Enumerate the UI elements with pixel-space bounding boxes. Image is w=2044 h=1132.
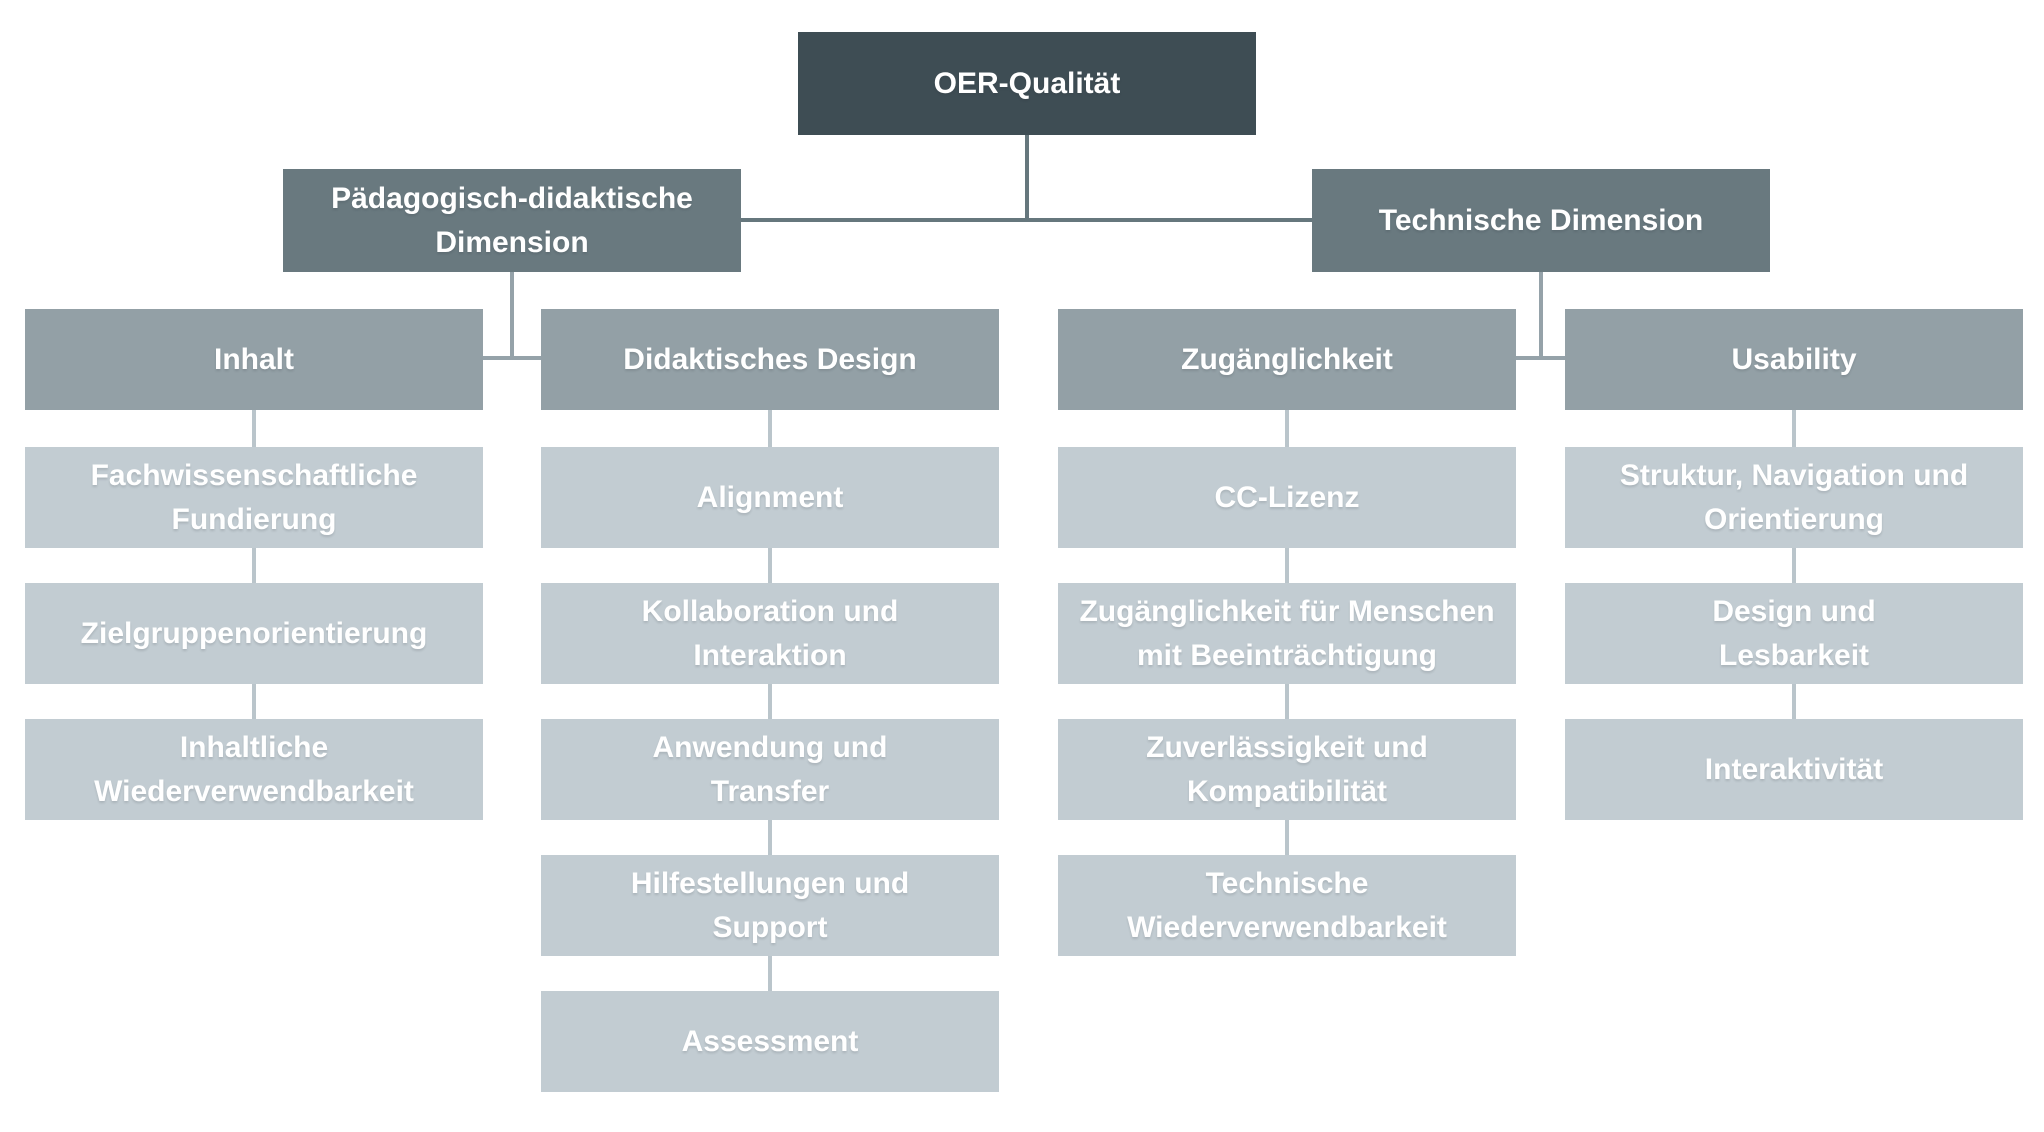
- criterion-box-interaktivitaet: Interaktivität: [1565, 719, 2023, 820]
- connector-col2-seg0: [1285, 410, 1289, 447]
- criterion-box-inhaltliche-wiederverwendbarkeit: Inhaltliche Wiederverwendbarkeit: [25, 719, 483, 820]
- criterion-box-struktur-navigation-orientierung: Struktur, Navigation und Orientierung: [1565, 447, 2023, 548]
- dimension-box-paedagogisch-didaktisch: Pädagogisch-didaktische Dimension: [283, 169, 741, 272]
- criterion-box-design-und-lesbarkeit: Design und Lesbarkeit: [1565, 583, 2023, 684]
- connector-col2-seg1: [1285, 548, 1289, 583]
- connector-col3-seg1: [1792, 548, 1796, 583]
- criterion-box-technische-wiederverwendbarkeit: Technische Wiederverwendbarkeit: [1058, 855, 1516, 956]
- dimension-box-technisch: Technische Dimension: [1312, 169, 1770, 272]
- connector-paedagogisch-tee: [483, 356, 541, 360]
- connector-col1-seg0: [768, 410, 772, 447]
- connector-col1-seg1: [768, 548, 772, 583]
- criterion-box-kollaboration-und-interaktion: Kollaboration und Interaktion: [541, 583, 999, 684]
- criterion-box-zugaenglichkeit-beeintraechtigung: Zugänglichkeit für Menschen mit Beeinträ…: [1058, 583, 1516, 684]
- connector-col3-seg0: [1792, 410, 1796, 447]
- category-box-inhalt: Inhalt: [25, 309, 483, 410]
- connector-paedagogisch-vertical: [510, 272, 514, 360]
- connector-col1-seg4: [768, 956, 772, 991]
- connector-technisch-tee: [1516, 356, 1565, 360]
- category-box-didaktisches-design: Didaktisches Design: [541, 309, 999, 410]
- connector-technisch-vertical: [1539, 272, 1543, 360]
- category-box-zugaenglichkeit: Zugänglichkeit: [1058, 309, 1516, 410]
- connector-col1-seg3: [768, 820, 772, 855]
- connector-col3-seg2: [1792, 684, 1796, 719]
- criterion-box-zuverlaessigkeit-und-kompatibilitaet: Zuverlässigkeit und Kompatibilität: [1058, 719, 1516, 820]
- criterion-box-zielgruppenorientierung: Zielgruppenorientierung: [25, 583, 483, 684]
- connector-col0-seg1: [252, 548, 256, 583]
- criterion-box-assessment: Assessment: [541, 991, 999, 1092]
- criterion-box-alignment: Alignment: [541, 447, 999, 548]
- connector-col2-seg3: [1285, 820, 1289, 855]
- connector-col0-seg2: [252, 684, 256, 719]
- criterion-box-cc-lizenz: CC-Lizenz: [1058, 447, 1516, 548]
- connector-root-vertical: [1025, 135, 1029, 222]
- connector-col1-seg2: [768, 684, 772, 719]
- connector-col2-seg2: [1285, 684, 1289, 719]
- connector-root-horizontal: [741, 218, 1312, 222]
- criterion-box-hilfestellungen-und-support: Hilfestellungen und Support: [541, 855, 999, 956]
- criterion-box-fachwissenschaftliche-fundierung: Fachwissenschaftliche Fundierung: [25, 447, 483, 548]
- connector-col0-seg0: [252, 410, 256, 447]
- criterion-box-anwendung-und-transfer: Anwendung und Transfer: [541, 719, 999, 820]
- root-box-oer-qualitaet: OER-Qualität: [798, 32, 1256, 135]
- category-box-usability: Usability: [1565, 309, 2023, 410]
